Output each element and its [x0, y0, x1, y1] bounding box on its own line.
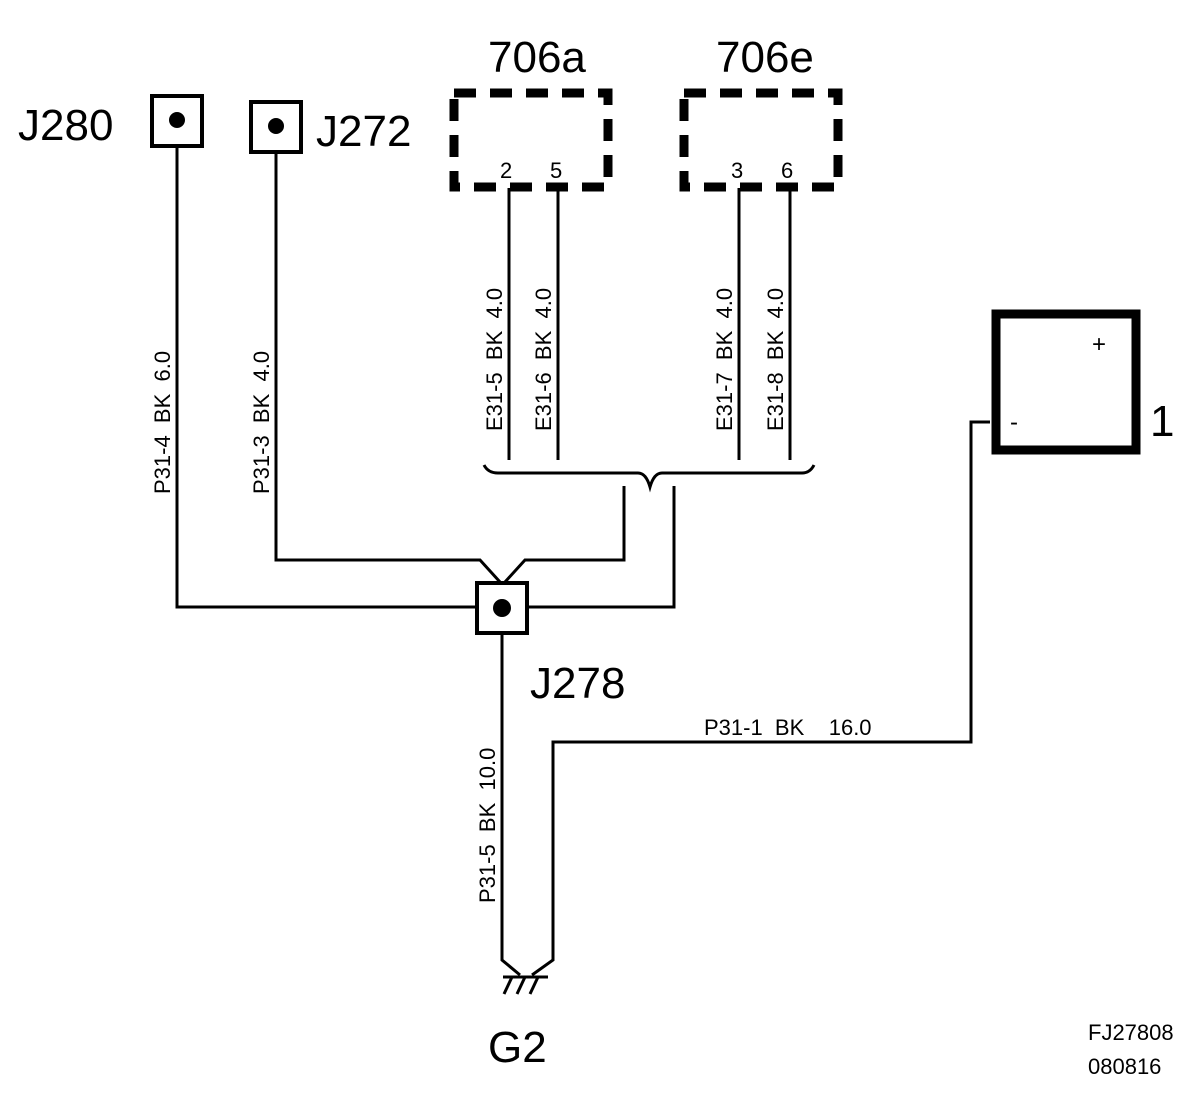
706e-box [679, 88, 843, 192]
706e-pin-3: 3 [731, 158, 743, 183]
connector-706a: 706a 2 5 [449, 33, 613, 192]
ground-hatch-2 [515, 976, 527, 995]
figure-code: FJ27808 [1088, 1020, 1174, 1045]
figure-date: 080816 [1088, 1054, 1161, 1079]
battery: + - 1 [991, 309, 1174, 455]
battery-minus: - [1010, 409, 1018, 436]
wire-bundle-brace [482, 464, 816, 493]
wires [175, 146, 990, 977]
j280-label: J280 [18, 101, 113, 150]
splice-j278: J278 [475, 581, 625, 708]
706e-pin-6: 6 [781, 158, 793, 183]
label-p31-3: P31-3 BK 4.0 [249, 351, 274, 494]
ground-g2: G2 [488, 975, 548, 1072]
ground-hatch-3 [528, 976, 540, 995]
j272-pin-dot [268, 118, 284, 134]
label-e31-8: E31-8 BK 4.0 [763, 288, 788, 431]
battery-label: 1 [1150, 397, 1174, 446]
j272-label: J272 [316, 107, 411, 156]
label-p31-1: P31-1 BK 16.0 [704, 715, 872, 740]
j278-label: J278 [530, 659, 625, 708]
label-e31-6: E31-6 BK 4.0 [531, 288, 556, 431]
j280-pin-dot [169, 112, 185, 128]
battery-plus: + [1092, 331, 1106, 358]
ground-label: G2 [488, 1023, 547, 1072]
wire-p31-5 [500, 632, 521, 977]
label-e31-7: E31-7 BK 4.0 [712, 288, 737, 431]
706a-box [449, 88, 613, 192]
706a-label: 706a [488, 33, 586, 82]
label-p31-4: P31-4 BK 6.0 [150, 351, 175, 494]
label-p31-5: P31-5 BK 10.0 [475, 748, 500, 903]
ground-hatch-1 [502, 976, 514, 995]
battery-box [991, 309, 1141, 455]
wire-p31-1 [531, 420, 990, 977]
706e-label: 706e [716, 33, 814, 82]
connector-j272: J272 [249, 100, 411, 156]
label-e31-5: E31-5 BK 4.0 [482, 288, 507, 431]
wire-bundle-a [503, 486, 626, 584]
wire-bundle-b [526, 486, 676, 609]
wire-p31-3 [274, 152, 502, 584]
706a-pin-2: 2 [500, 158, 512, 183]
j278-box [475, 581, 529, 635]
wire-p31-4 [175, 146, 477, 609]
706a-pin-5: 5 [550, 158, 562, 183]
j278-splice-dot [493, 599, 511, 617]
connector-706e: 706e 3 6 [679, 33, 843, 192]
connector-j280: J280 [18, 94, 204, 150]
